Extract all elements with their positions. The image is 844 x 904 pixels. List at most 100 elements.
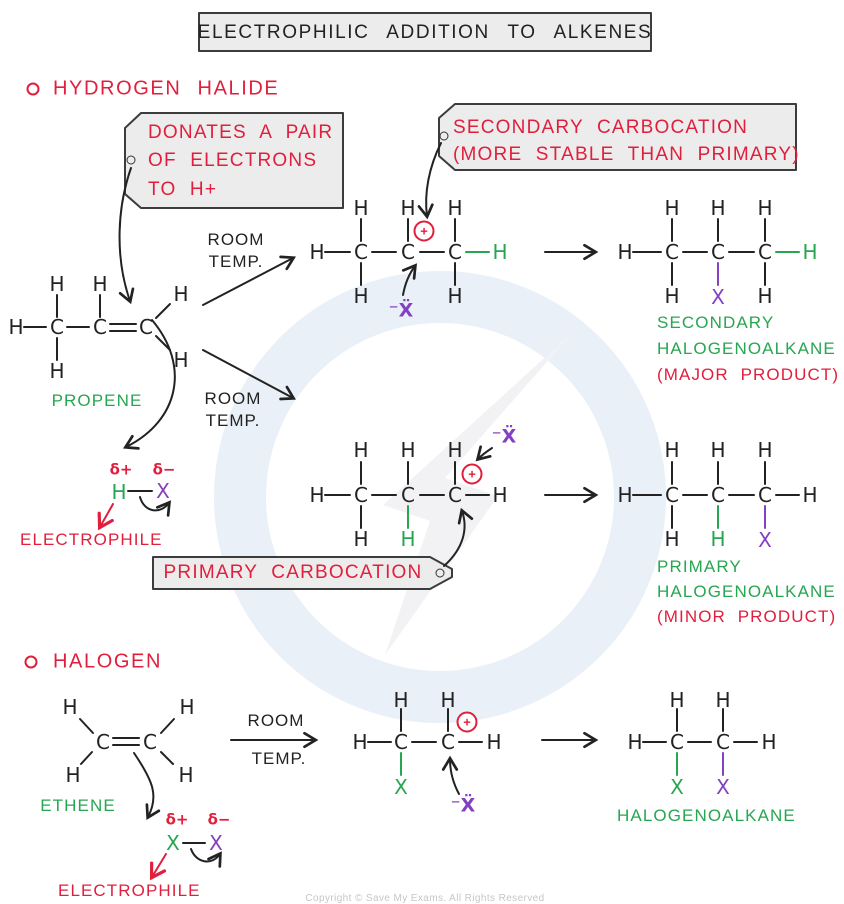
tag-connector-dot (126, 155, 136, 165)
atom-h-green: H (492, 240, 508, 264)
bullet-icon (24, 655, 38, 669)
atom-h: H (49, 359, 65, 383)
atom-h: H (49, 272, 65, 296)
bonds-and-arrows (23, 142, 800, 881)
atom-h: H (447, 196, 463, 220)
atom-h: H (486, 730, 502, 754)
bullet-icon (26, 82, 40, 96)
atom-c: C (394, 730, 408, 754)
atom-h: H (309, 240, 325, 264)
atom-c: C (716, 730, 730, 754)
atom-h: H (761, 730, 777, 754)
section-heading-halogen: HALOGEN (53, 650, 163, 673)
atom-c: C (670, 730, 684, 754)
atom-h: H (710, 438, 726, 462)
atom-c: C (50, 315, 64, 339)
positive-charge-icon: + (461, 463, 483, 485)
atom-c: C (143, 730, 157, 754)
primary-carbocation-bonds (324, 445, 493, 529)
atom-h: H (664, 284, 680, 308)
atom-c: C (96, 730, 110, 754)
major-product-line2: HALOGENOALKANE (657, 339, 836, 358)
section-heading-hydrogen-halide: HYDROGEN HALIDE (53, 77, 280, 100)
note-boxes (124, 12, 797, 590)
delta-plus-label: δ+ (165, 810, 189, 829)
atom-x-purple: X (209, 831, 223, 855)
atom-x-purple: X (758, 528, 772, 552)
halide-ion: ⁻Ẍ (450, 794, 476, 817)
atom-c: C (401, 240, 415, 264)
title-box (198, 12, 652, 52)
ethene-bonds (79, 718, 175, 820)
tag-connector-dot (435, 568, 445, 578)
atom-c: C (711, 483, 725, 507)
atom-h: H (802, 483, 818, 507)
atom-h: H (664, 196, 680, 220)
atom-h: H (447, 284, 463, 308)
atom-c: C (665, 483, 679, 507)
atom-x-green: X (394, 775, 408, 799)
watermark-logo (214, 271, 666, 723)
copyright-text: Copyright © Save My Exams. All Rights Re… (305, 893, 545, 904)
positive-charge-icon: + (456, 711, 478, 733)
atom-h: H (353, 196, 369, 220)
donates-note-box (124, 112, 344, 209)
atom-c: C (354, 483, 368, 507)
primary-note: PRIMARY CARBOCATION (163, 562, 423, 583)
atom-h: H (757, 196, 773, 220)
atom-h: H (393, 688, 409, 712)
halogenoalkane-bonds (642, 708, 758, 776)
secondary-note-box (438, 103, 797, 171)
atom-c: C (441, 730, 455, 754)
halogen-carbocation-bonds (367, 708, 483, 795)
minor-product-line3: (MINOR PRODUCT) (657, 607, 837, 626)
atom-h: H (492, 483, 508, 507)
condition-temp-bottom: TEMP. (205, 411, 261, 430)
donates-note-line3: TO H+ (148, 179, 218, 200)
halogenoalkane-label: HALOGENOALKANE (617, 806, 796, 825)
atom-h: H (352, 730, 368, 754)
condition-room-halogen: ROOM (247, 711, 305, 730)
electrophile-label: ELECTROPHILE (20, 530, 163, 549)
electrophile-label: ELECTROPHILE (58, 881, 201, 900)
atom-x-purple: X (156, 479, 170, 503)
minor-product-line2: HALOGENOALKANE (657, 582, 836, 601)
atom-h: H (179, 695, 195, 719)
condition-temp-top: TEMP. (208, 252, 264, 271)
propene-bonds (23, 294, 171, 361)
atom-x-purple: X (716, 775, 730, 799)
atom-h-green: H (400, 527, 416, 551)
donates-note-line2: OF ELECTRONS (148, 150, 318, 171)
propene-label: PROPENE (51, 391, 143, 410)
atom-h: H (400, 438, 416, 462)
atom-c: C (93, 315, 107, 339)
secondary-carbocation-bonds (324, 218, 490, 296)
atom-h-green: H (802, 240, 818, 264)
atom-h: H (617, 240, 633, 264)
atom-h: H (353, 284, 369, 308)
reaction-arrows (541, 243, 599, 749)
donates-note-line1: DONATES A PAIR (148, 122, 334, 143)
atom-h: H (617, 483, 633, 507)
atom-h: H (178, 763, 194, 787)
atom-h-green: H (111, 480, 127, 504)
hx-electrophile-arrows (97, 319, 176, 531)
primary-note-box (152, 556, 453, 590)
ethene-label: ETHENE (40, 796, 116, 815)
atom-c: C (401, 483, 415, 507)
delta-minus-label: δ− (152, 460, 176, 479)
atom-h: H (757, 284, 773, 308)
atom-h: H (664, 438, 680, 462)
atom-c: C (354, 240, 368, 264)
secondary-halogenoalkane-bonds (632, 218, 800, 286)
primary-halogenoalkane-bonds (632, 461, 800, 529)
major-product-line1: SECONDARY (657, 313, 775, 332)
secondary-note-line2: (MORE STABLE THAN PRIMARY) (453, 144, 800, 165)
atom-c: C (448, 240, 462, 264)
atom-h: H (353, 438, 369, 462)
atom-h: H (757, 438, 773, 462)
atom-h: H (65, 763, 81, 787)
atom-h: H (309, 483, 325, 507)
